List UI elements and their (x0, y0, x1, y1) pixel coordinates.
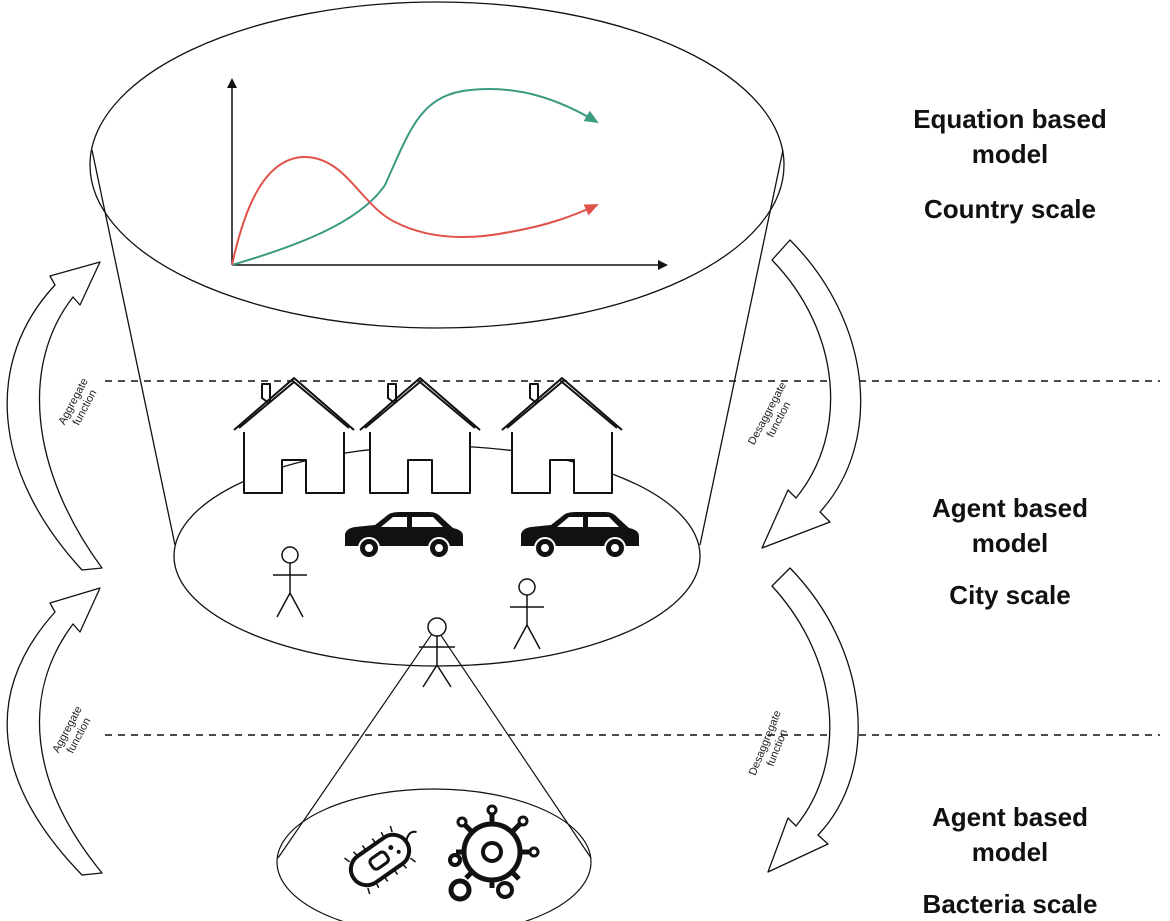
curved-arrows (6, 239, 862, 876)
person-icon (273, 546, 307, 618)
aggregate-arrow-upper (6, 261, 103, 571)
virus-icon (448, 804, 540, 902)
desaggregate-arrow-upper (761, 239, 862, 549)
person-icon (510, 578, 544, 650)
city-model-line1: Agent based (932, 493, 1088, 523)
desaggregate-arrow-lower (767, 567, 859, 873)
country-model-line2: model (972, 139, 1049, 169)
country-scale-label: Country scale (924, 194, 1096, 224)
cars (345, 512, 639, 559)
funnel-left-side (91, 149, 176, 546)
zoom-cone (276, 627, 592, 921)
car-icon (521, 512, 639, 559)
green-curve (231, 88, 599, 266)
bacteria-model-line1: Agent based (932, 802, 1088, 832)
city-scale-label: City scale (949, 580, 1070, 610)
bacterium-icon (343, 825, 417, 895)
top-ellipse (89, 1, 785, 329)
bacteria-model-line2: model (972, 837, 1049, 867)
red-curve (231, 155, 599, 266)
houses (233, 377, 623, 494)
person-icon (419, 617, 455, 688)
separators (105, 380, 1160, 736)
house-icon (233, 377, 355, 494)
house-icon (359, 377, 481, 494)
city-model-line2: model (972, 528, 1049, 558)
aggregate-arrow-lower (6, 587, 103, 876)
people (273, 546, 544, 688)
bacteria-scale-label: Bacteria scale (923, 889, 1098, 919)
bottom-ellipse (276, 788, 592, 921)
house-icon (501, 377, 623, 494)
equation-graph (227, 78, 668, 270)
funnel-right-side (699, 149, 784, 546)
country-model-line1: Equation based (913, 104, 1107, 134)
car-icon (345, 512, 463, 559)
scale-labels: Equation based model Country scale Agent… (913, 104, 1107, 919)
